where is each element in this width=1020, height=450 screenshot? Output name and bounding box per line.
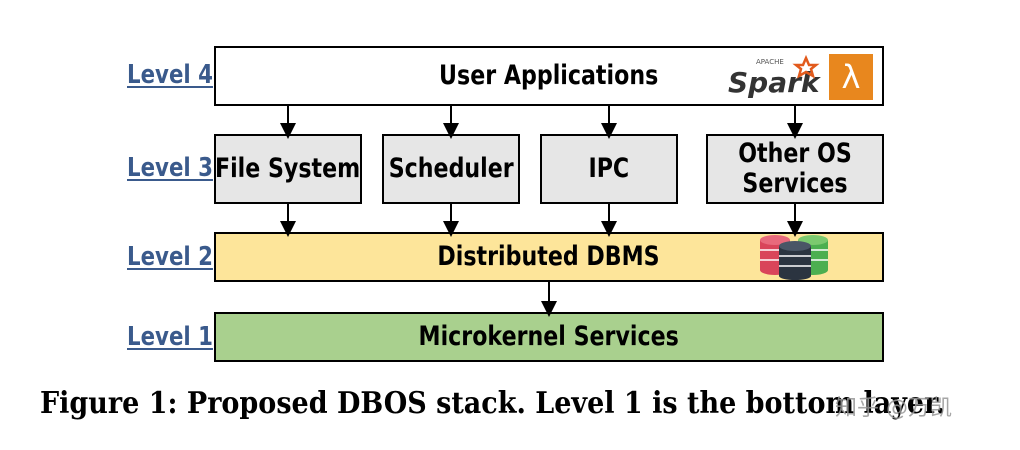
file-system-box: File System xyxy=(214,134,362,204)
lambda-glyph: λ xyxy=(841,58,861,96)
other-os-services-box: Other OS Services xyxy=(706,134,884,204)
watermark-text: 知乎 @万凯 xyxy=(835,396,952,421)
spark-logo-icon: APACHE Spark xyxy=(726,52,826,100)
user-applications-box: User Applications xyxy=(214,46,884,106)
spark-small-text: APACHE xyxy=(756,58,784,66)
scheduler-label: Scheduler xyxy=(388,153,514,184)
database-stack-icon xyxy=(758,234,832,280)
other-os-services-label: Other OS Services xyxy=(738,138,852,199)
user-applications-label: User Applications xyxy=(439,60,659,91)
ipc-box: IPC xyxy=(540,134,678,204)
ipc-label: IPC xyxy=(588,153,630,184)
file-system-label: File System xyxy=(215,153,361,184)
distributed-dbms-label: Distributed DBMS xyxy=(437,241,661,272)
aws-lambda-icon: λ xyxy=(829,54,873,100)
figure-caption: Figure 1: Proposed DBOS stack. Level 1 i… xyxy=(40,386,946,421)
microkernel-services-label: Microkernel Services xyxy=(418,321,680,352)
